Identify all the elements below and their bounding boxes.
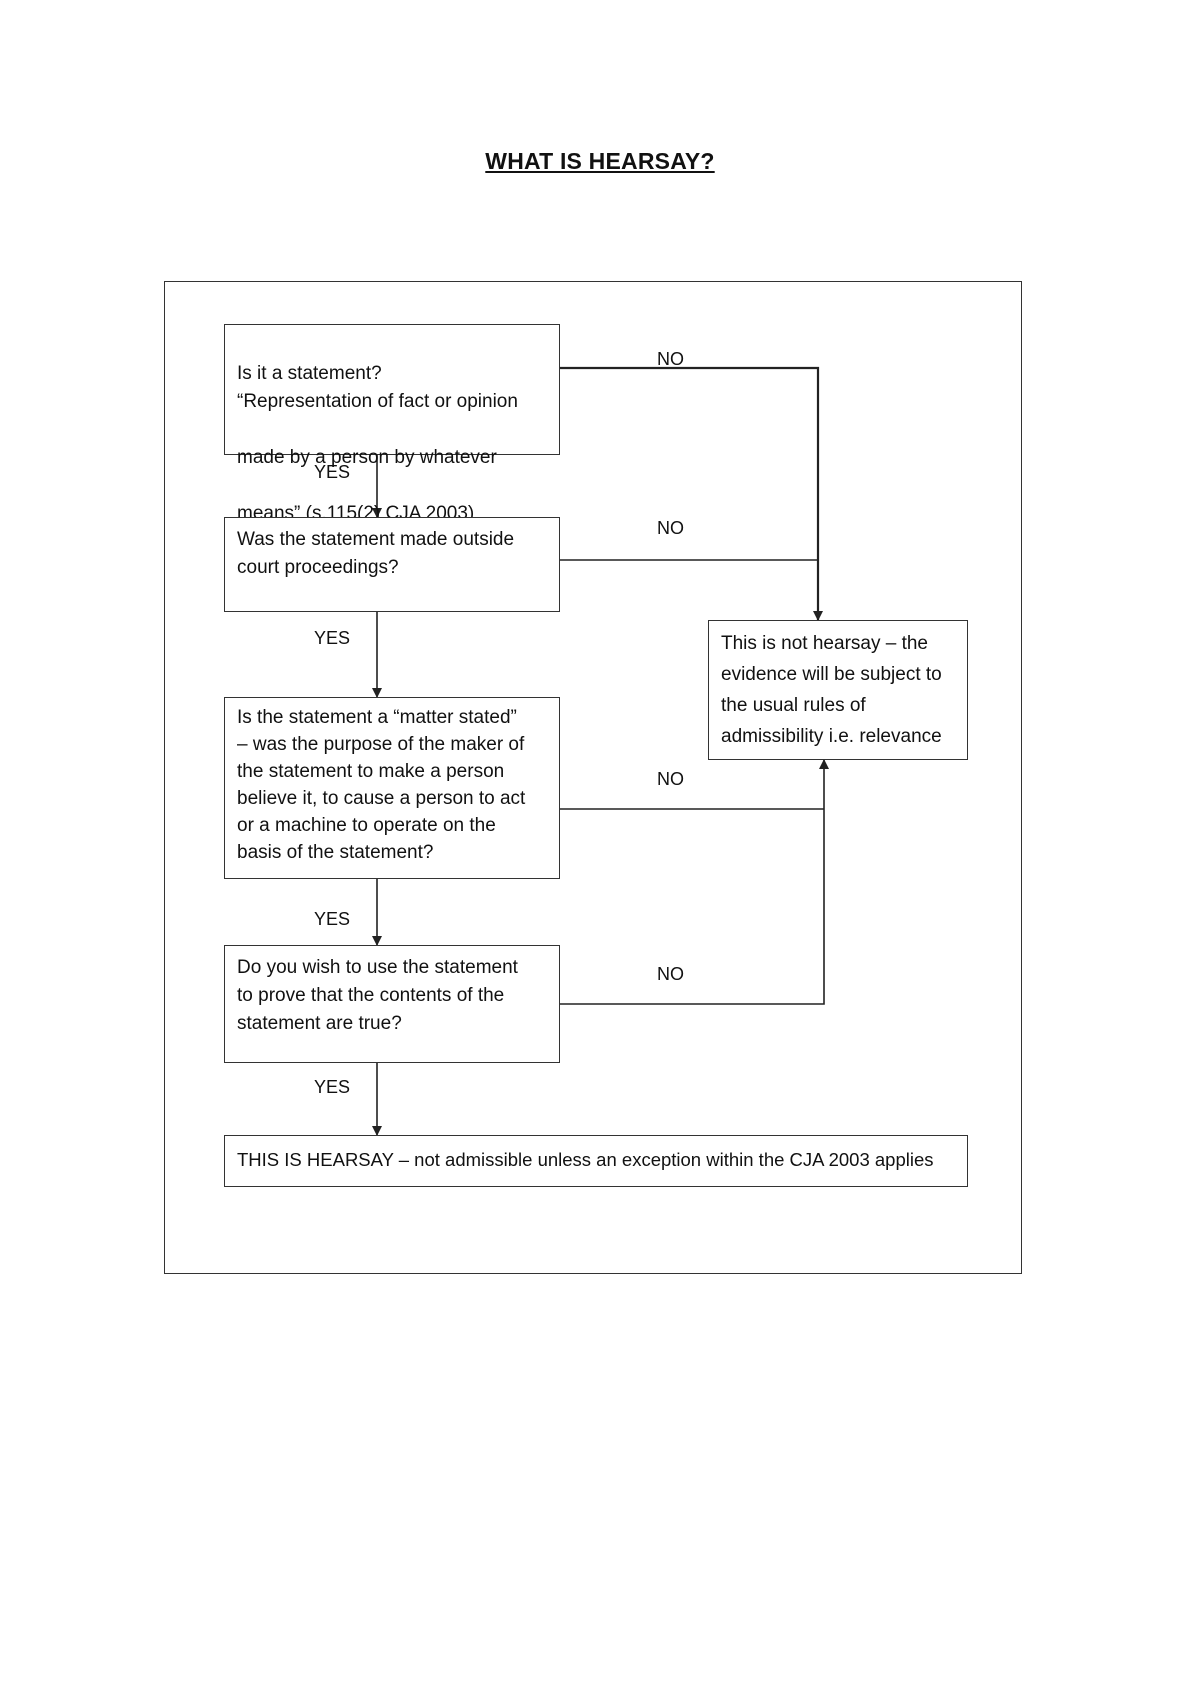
label-no-2: NO <box>657 518 684 538</box>
question-matter-stated-box: Is the statement a “matter stated” – was… <box>224 697 560 879</box>
label-yes-2: YES <box>314 628 351 648</box>
label-yes-3: YES <box>314 909 351 929</box>
label-no-3: NO <box>657 769 684 789</box>
outcome-hearsay-box: THIS IS HEARSAY – not admissible unless … <box>224 1135 968 1187</box>
question-prove-contents-box: Do you wish to use the statement to prov… <box>224 945 560 1063</box>
page-title: WHAT IS HEARSAY? <box>485 148 715 174</box>
outcome-not-hearsay-box: This is not hearsay – the evidence will … <box>708 620 968 760</box>
question-is-statement-box: Is it a statement? “Representation of fa… <box>224 324 560 524</box>
label-no-4: NO <box>657 964 684 984</box>
label-no-1: NO <box>657 349 684 369</box>
question-is-statement-line3: made by a person by whatever <box>237 447 497 468</box>
label-yes-4: YES <box>314 1077 351 1097</box>
question-is-statement-heading: Is it a statement? <box>237 363 382 384</box>
label-yes-1: YES <box>314 462 351 482</box>
flowchart-frame <box>164 281 1022 1274</box>
question-is-statement-line2: “Representation of fact or opinion <box>237 391 518 412</box>
question-outside-court-box: Was the statement made outside court pro… <box>224 517 560 612</box>
arrow-q1-no <box>560 366 823 621</box>
arrow-q4-no <box>560 759 829 1005</box>
